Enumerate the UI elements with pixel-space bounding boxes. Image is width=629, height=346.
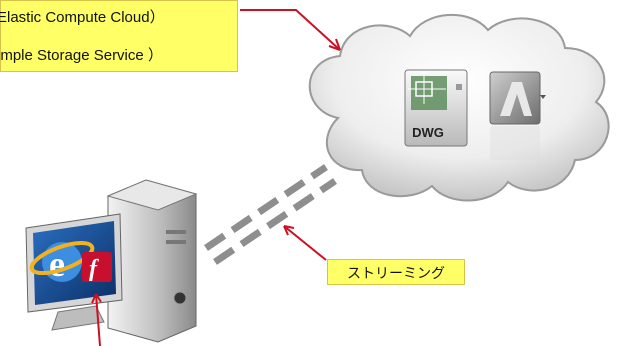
arrow-client-app [91, 293, 102, 346]
streaming-callout: ストリーミング [327, 259, 465, 285]
dwg-label: DWG [412, 125, 444, 140]
computer-tower [106, 179, 198, 343]
flash-icon: f [82, 252, 112, 282]
browser-icon: e [29, 240, 95, 284]
cad-app-icon [489, 71, 546, 160]
svg-text:f: f [89, 256, 99, 282]
arrow-streaming-label [283, 225, 327, 261]
streaming-path [204, 164, 337, 265]
dwg-file-icon [404, 69, 468, 147]
callout-line-ec2: Elastic Compute Cloud） [0, 9, 165, 26]
callout-line-s3: imple Storage Service ） [0, 47, 163, 64]
aws-services-callout: Elastic Compute Cloud） imple Storage Ser… [0, 0, 238, 72]
arrow-aws-to-cloud [240, 9, 341, 51]
